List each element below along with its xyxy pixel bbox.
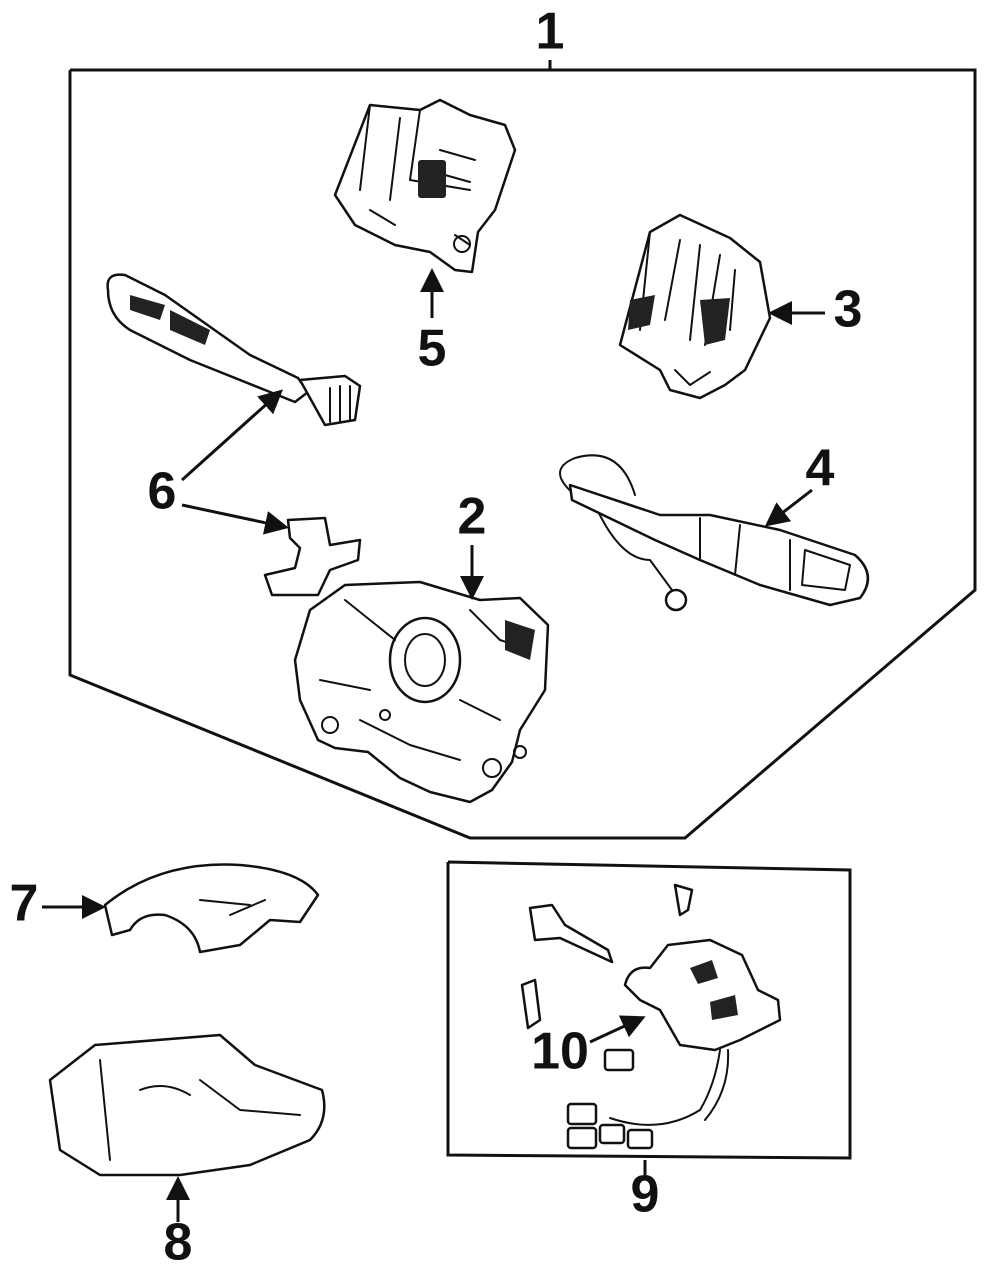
assembly-1-frame bbox=[68, 60, 977, 840]
part-5-switch-housing[interactable] bbox=[333, 98, 517, 274]
part-3-switch[interactable] bbox=[618, 213, 772, 400]
leader-lines bbox=[42, 268, 825, 1222]
callout-1: 1 bbox=[536, 3, 565, 61]
part-8-lower-cover[interactable] bbox=[48, 1033, 326, 1177]
callouts: 1 2 3 4 5 6 7 8 9 10 bbox=[10, 3, 863, 1272]
part-6-lever[interactable] bbox=[106, 273, 362, 427]
part-7-upper-cover[interactable] bbox=[103, 863, 320, 954]
callout-9: 9 bbox=[631, 1166, 660, 1224]
callout-10: 10 bbox=[531, 1023, 589, 1081]
callout-2: 2 bbox=[458, 488, 487, 546]
callout-4: 4 bbox=[806, 440, 835, 498]
part-6-bracket[interactable] bbox=[263, 516, 362, 597]
callout-6: 6 bbox=[148, 463, 177, 521]
part-10-ignition-switch[interactable] bbox=[520, 883, 782, 1150]
assembly-9-frame bbox=[446, 860, 852, 1160]
callout-5: 5 bbox=[418, 320, 447, 378]
part-2-combination-switch[interactable] bbox=[293, 580, 550, 804]
part-4-wiper-lever[interactable] bbox=[559, 454, 869, 612]
callout-8: 8 bbox=[164, 1214, 193, 1272]
callout-7: 7 bbox=[10, 875, 39, 933]
callout-3: 3 bbox=[834, 281, 863, 339]
